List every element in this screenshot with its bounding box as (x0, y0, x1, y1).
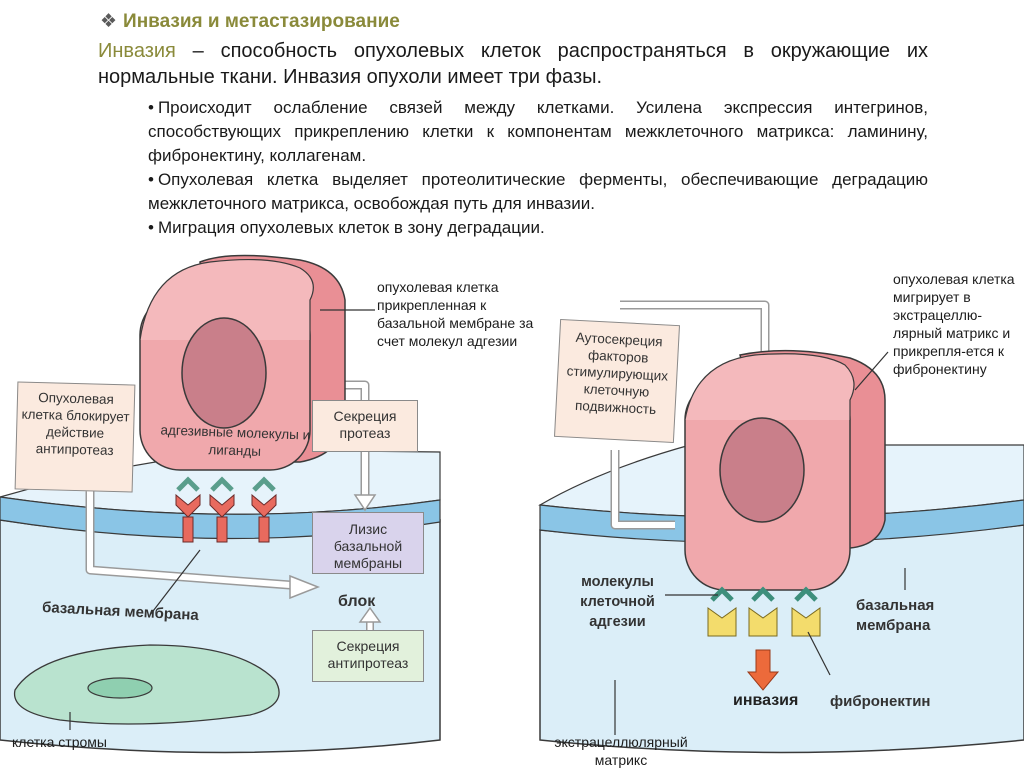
intro-term: Инвазия (98, 40, 176, 62)
membrane-lysis-box: Лизис базальной мембраны (312, 512, 424, 574)
protease-secretion-box: Секреция протеаз (312, 400, 418, 452)
phase-list: •Происходит ослабление связей между клет… (148, 96, 928, 240)
matrix-label: экстрацеллюлярный матрикс (554, 734, 688, 768)
arrow-up-block-icon (358, 606, 382, 623)
invasion-label: инвазия (733, 692, 799, 709)
bullet-dot-icon: • (148, 218, 154, 237)
left-nucleus (181, 317, 267, 429)
phase-item: •Миграция опухолевых клеток в зону дегра… (148, 218, 545, 237)
stroma-cell-label: клетка стромы (12, 734, 107, 750)
left-adhesion-receptors (175, 476, 277, 543)
bullet-dot-icon: • (148, 98, 154, 117)
right-nucleus (719, 417, 805, 523)
antiprotease-secretion-box: Секреция антипротеаз (312, 630, 424, 682)
antiprotease-block-box: Опухолевая клетка блокирует действие ант… (14, 381, 136, 493)
slide-title: ❖Инвазия и метастазирование (100, 10, 400, 33)
intro-text: – способность опухолевых клеток распрост… (98, 40, 928, 88)
left-leader-lines (69, 309, 375, 730)
arrow-to-lysis-icon (353, 494, 377, 512)
intro-paragraph: Инвазия – способность опухолевых клеток … (98, 38, 928, 90)
right-basal-membrane-label: базальная мембрана (856, 597, 935, 634)
right-adhesion-receptors (707, 586, 821, 637)
arrow-to-block-icon (289, 574, 321, 600)
left-cell-label: опухолевая клетка прикрепленная к базаль… (377, 279, 534, 349)
block-label: блок (338, 593, 376, 610)
slide-title-text: Инвазия и метастазирование (123, 11, 400, 32)
fibronectin-label: фибронектин (830, 693, 931, 710)
adhesion-molecules-label: адгезивные молекулы и лиганды (160, 422, 311, 459)
bullet-dot-icon: • (148, 170, 154, 189)
invasion-arrow-icon (746, 649, 780, 691)
left-tumor-cell (139, 254, 346, 471)
stroma-cell (13, 644, 280, 725)
right-leader-lines (614, 351, 906, 735)
right-tumor-cell (684, 349, 886, 591)
diamond-bullet-icon: ❖ (100, 11, 118, 32)
phase-item: •Происходит ослабление связей между клет… (148, 98, 928, 165)
autosecretion-box: Аутосекреция факторов стимулирующих клет… (553, 318, 681, 444)
adhesion-molecules-label-right: молекулы клеточной адгезии (580, 574, 655, 630)
phase-item: •Опухолевая клетка выделяет протеолитиче… (148, 170, 928, 213)
migration-label: опухолевая клетка мигрирует в экстрацелл… (893, 271, 1015, 377)
